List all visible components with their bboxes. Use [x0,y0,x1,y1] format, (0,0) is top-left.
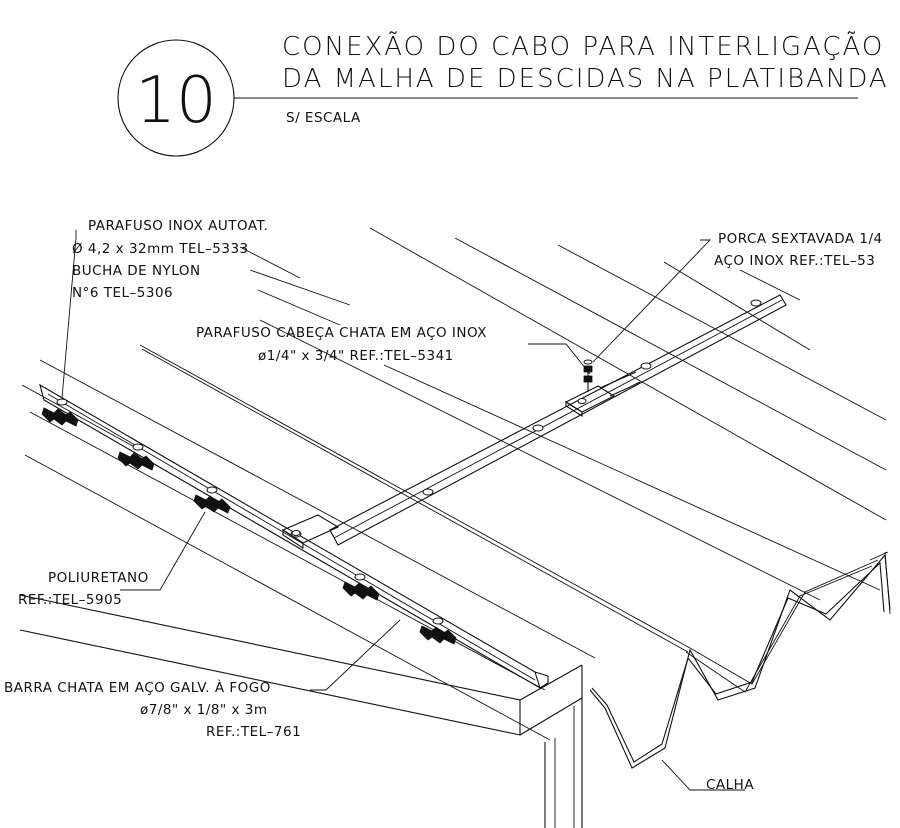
junction-plate-upper [564,359,641,417]
junction-plate-lower [281,514,340,550]
label-poliuretano-2: REF.:TEL–5905 [18,592,122,608]
label-porca-2: AÇO INOX REF.:TEL–53 [714,253,875,269]
label-parafuso-autoat-2: Ø 4,2 x 32mm TEL–5333 [72,241,249,257]
title-line-1: CONEXÃO DO CABO PARA INTERLIGAÇÃO [282,30,884,62]
label-cabeca-chata-2: ø1/4" x 3/4" REF.:TEL–5341 [258,348,454,364]
label-bucha-2: N°6 TEL–5306 [72,285,173,301]
scale-note: S/ ESCALA [286,110,361,126]
label-calha: CALHA [706,777,754,793]
label-barra-1: BARRA CHATA EM AÇO GALV. À FOGO [4,679,271,696]
label-bucha-1: BUCHA DE NYLON [72,263,201,279]
label-barra-2: ø7/8" x 1/8" x 3m [140,702,268,718]
label-barra-3: REF.:TEL–761 [206,724,301,740]
title-line-2: DA MALHA DE DESCIDAS NA PLATIBANDA [282,64,889,94]
parapet-wall [19,594,583,828]
roof-tile-lines [21,227,887,741]
polyurethane-pads [41,407,457,645]
flat-bar-parapet [39,383,549,690]
flat-bar-cross [329,294,787,546]
leader-lines [61,230,745,791]
label-cabeca-chata-1: PARAFUSO CABEÇA CHATA EM AÇO INOX [196,325,487,341]
annotations: PARAFUSO INOX AUTOAT. Ø 4,2 x 32mm TEL–5… [4,218,883,793]
gutter-profile [589,551,891,769]
title-block: 10 CONEXÃO DO CABO PARA INTERLIGAÇÃO DA … [117,30,889,157]
label-porca-1: PORCA SEXTAVADA 1/4 [718,231,883,247]
detail-number: 10 [135,64,216,138]
label-parafuso-autoat-1: PARAFUSO INOX AUTOAT. [88,218,268,234]
label-poliuretano-1: POLIURETANO [48,570,149,586]
